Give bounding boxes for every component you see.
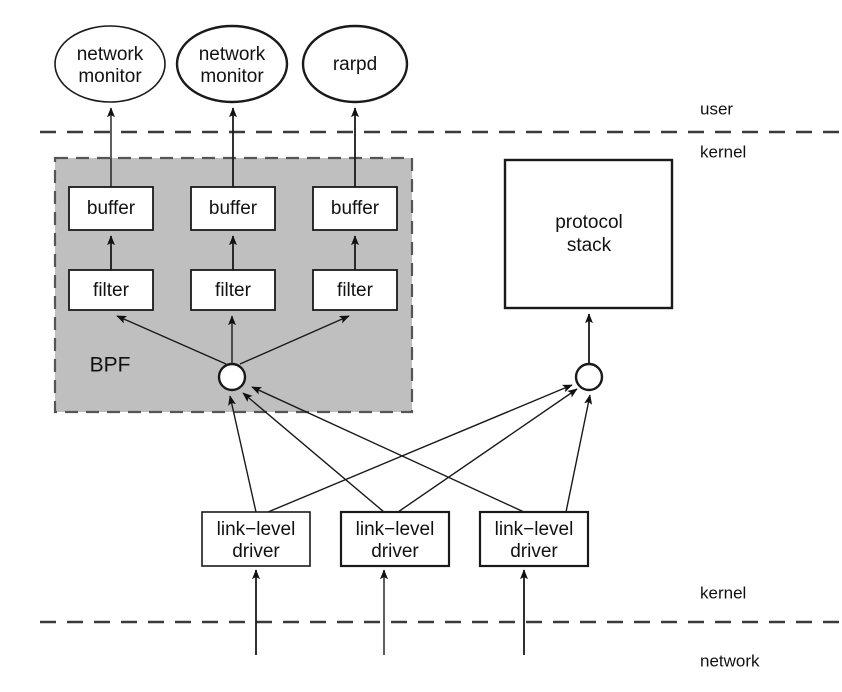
app-ellipse — [301, 24, 409, 104]
driver-box — [478, 510, 590, 568]
protocol-stack-label-line1: protocol — [555, 212, 623, 233]
driver-label-line1: link−level — [356, 519, 435, 540]
buffer-2[interactable]: buffer — [190, 186, 276, 231]
app-network-monitor-1[interactable]: network monitor — [54, 25, 166, 103]
filter-3[interactable]: filter — [312, 269, 398, 311]
driver-box — [339, 510, 451, 568]
driver-label-line2: driver — [232, 541, 280, 562]
filter-box — [190, 269, 276, 311]
app-ellipse — [175, 24, 289, 104]
buffer-label: buffer — [209, 198, 258, 219]
driver-3[interactable]: link−level driver — [478, 510, 590, 568]
driver-1[interactable]: link−level driver — [201, 511, 311, 567]
conn-driver2-to-stack — [397, 388, 578, 513]
filter-label: filter — [93, 280, 130, 301]
app-label-line1: network — [199, 44, 266, 65]
buffer-box — [312, 186, 398, 231]
junction-stack[interactable] — [574, 362, 604, 392]
zone-label-kernel-top: kernel — [700, 142, 746, 161]
buffer-label: buffer — [331, 198, 380, 219]
filter-label: filter — [215, 280, 252, 301]
driver-label-line1: link−level — [217, 519, 296, 540]
bpf-region-label: BPF — [90, 354, 131, 377]
filter-box — [68, 269, 154, 311]
conn-driver3-to-bpf — [251, 386, 525, 513]
zone-label-network: network — [700, 651, 760, 670]
app-label-line2: monitor — [200, 66, 264, 87]
conn-driver2-to-bpf — [242, 392, 385, 513]
driver-label-line1: link−level — [495, 519, 574, 540]
buffer-1[interactable]: buffer — [68, 186, 154, 231]
app-label-line1: rarpd — [333, 54, 377, 75]
protocol-stack[interactable]: protocol stack — [503, 158, 674, 310]
filter-label: filter — [337, 280, 374, 301]
protocol-stack-label-line2: stack — [567, 235, 612, 256]
app-ellipse — [54, 25, 166, 103]
filter-box — [312, 269, 398, 311]
conn-driver1-to-bpf — [228, 395, 257, 513]
junction-bpf[interactable] — [217, 362, 247, 392]
buffer-box — [68, 186, 154, 231]
conn-junction-to-filter1 — [116, 315, 227, 365]
app-network-monitor-2[interactable]: network monitor — [175, 24, 289, 104]
app-label-line2: monitor — [78, 66, 142, 87]
app-rarpd[interactable]: rarpd — [301, 24, 409, 104]
conn-junction-to-filter3 — [239, 315, 350, 365]
zone-label-kernel-bottom: kernel — [700, 583, 746, 602]
driver-label-line2: driver — [371, 541, 419, 562]
conn-driver1-to-stack — [267, 384, 573, 513]
driver-2[interactable]: link−level driver — [339, 510, 451, 568]
buffer-3[interactable]: buffer — [312, 186, 398, 231]
app-label-line1: network — [77, 44, 144, 65]
conn-driver3-to-stack — [565, 394, 593, 513]
driver-label-line2: driver — [510, 541, 558, 562]
filter-1[interactable]: filter — [68, 269, 154, 311]
driver-box — [201, 511, 311, 567]
protocol-stack-box — [503, 158, 674, 310]
buffer-label: buffer — [87, 198, 136, 219]
zone-label-user: user — [700, 99, 733, 118]
buffer-box — [190, 186, 276, 231]
filter-2[interactable]: filter — [190, 269, 276, 311]
